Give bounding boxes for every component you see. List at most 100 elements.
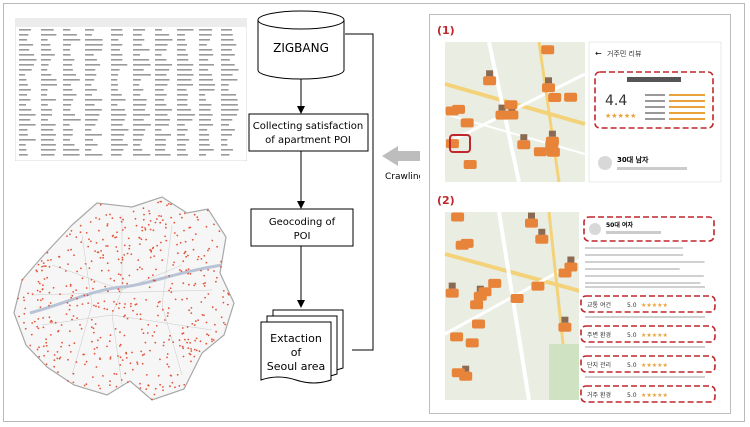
sheet-cell <box>19 114 36 116</box>
poi-dot <box>53 354 56 356</box>
poi-dot <box>99 203 102 206</box>
poi-dot <box>170 374 173 377</box>
rating-row-stars-icon: ★★★★★ <box>641 332 668 339</box>
poi-dot <box>53 359 56 362</box>
poi-dot <box>68 308 71 311</box>
building-marker <box>486 70 494 77</box>
poi-dot <box>151 398 153 401</box>
sheet-cell <box>41 104 48 106</box>
sheet-cell <box>177 134 186 136</box>
sheet-cell <box>41 34 57 36</box>
poi-dot <box>139 243 141 245</box>
poi-dot <box>214 323 216 326</box>
poi-dot <box>59 293 61 295</box>
poi-dot <box>147 323 150 326</box>
poi-dot <box>169 334 171 337</box>
sheet-cell <box>199 59 209 61</box>
poi-dot <box>153 255 156 257</box>
review-text-placeholder <box>585 346 705 348</box>
poi-dot <box>201 314 204 316</box>
sheet-cell <box>63 139 70 141</box>
poi-dot <box>125 357 128 359</box>
poi-dot <box>83 294 86 297</box>
sheet-cell <box>221 109 239 111</box>
poi-dot <box>137 259 140 261</box>
poi-dot <box>40 299 42 302</box>
review-text-placeholder <box>585 247 683 249</box>
poi-dot <box>188 283 190 286</box>
poi-dot <box>211 340 214 343</box>
sheet-cell <box>177 84 193 86</box>
poi-dot <box>198 350 201 353</box>
poi-dot <box>107 269 110 272</box>
review-text-placeholder <box>585 261 705 263</box>
poi-dot <box>88 267 91 269</box>
poi-dot <box>166 353 169 355</box>
sheet-cell <box>63 69 73 71</box>
sheet-cell <box>221 154 230 156</box>
poi-dot <box>67 358 69 361</box>
poi-dot <box>182 260 185 263</box>
sheet-cell <box>155 119 170 121</box>
poi-dot <box>168 275 171 277</box>
poi-dot <box>139 266 141 269</box>
sheet-cell <box>199 64 214 66</box>
sheet-cell <box>111 134 125 136</box>
poi-dot <box>134 217 137 220</box>
poi-dot <box>139 382 141 385</box>
sheet-cell <box>85 144 98 146</box>
price-marker <box>451 368 465 378</box>
sheet-cell <box>63 94 77 96</box>
poi-dot <box>23 312 26 315</box>
poi-dot <box>43 354 45 357</box>
score-stars-icon: ★★★★★ <box>605 112 636 120</box>
rating-label-placeholder <box>645 94 665 96</box>
poi-dot <box>44 265 47 267</box>
poi-dot <box>128 244 131 247</box>
poi-dot <box>212 339 215 341</box>
sheet-cell <box>221 69 239 71</box>
poi-dot <box>65 285 68 287</box>
poi-dot <box>36 325 39 328</box>
poi-dot <box>152 229 155 232</box>
poi-dot <box>178 385 181 387</box>
user-name: 30대 남자 <box>617 155 649 164</box>
poi-dot <box>159 300 161 303</box>
poi-dot <box>75 236 78 238</box>
collecting-line2: of apartment POI <box>265 135 351 146</box>
poi-dot <box>142 332 145 335</box>
poi-dot <box>166 204 168 207</box>
poi-dot <box>94 323 97 325</box>
poi-dot <box>199 340 202 343</box>
poi-dot <box>109 334 112 336</box>
sheet-cell <box>155 54 162 56</box>
sheet-cell <box>199 89 215 91</box>
poi-dot <box>84 263 87 265</box>
poi-dot <box>84 363 86 366</box>
poi-dot <box>131 368 134 371</box>
poi-dot <box>93 304 95 307</box>
poi-dot <box>152 246 155 249</box>
poi-dot <box>181 332 184 335</box>
sheet-cell <box>133 99 147 101</box>
poi-dot <box>79 324 81 326</box>
back-arrow-icon: ← <box>595 49 602 58</box>
label-1: (1) <box>437 24 455 37</box>
poi-dot <box>121 258 124 261</box>
sheet-cell <box>133 124 151 126</box>
poi-dot <box>36 299 39 301</box>
poi-dot <box>169 287 172 290</box>
sheet-cell <box>19 154 28 156</box>
sheet-cell <box>133 39 145 41</box>
poi-dot <box>176 373 179 376</box>
map-screen-2 <box>444 211 592 401</box>
poi-dot <box>171 381 174 384</box>
poi-dot <box>109 380 111 383</box>
sheet-cell <box>85 44 103 46</box>
sheet-cell <box>177 154 188 156</box>
rating-row-name: 거주 환경 <box>587 391 611 399</box>
sheet-cell <box>19 134 28 136</box>
poi-dot <box>57 330 59 333</box>
poi-dot <box>45 338 47 341</box>
rating-row-stars-icon: ★★★★★ <box>641 302 668 309</box>
